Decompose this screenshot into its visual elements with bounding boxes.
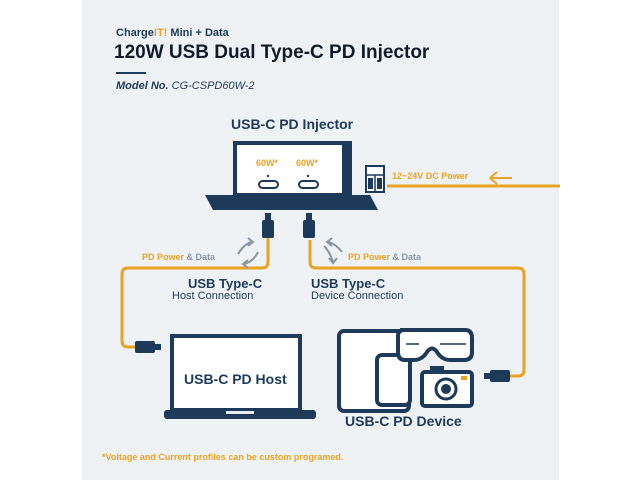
device-plug-top bbox=[303, 213, 315, 238]
model-value: CG-CSPD60W-2 bbox=[171, 80, 255, 92]
brand-highlight: IT! bbox=[153, 27, 168, 39]
brand-line: ChargeIT! Mini + Data bbox=[116, 27, 229, 39]
right-flow-label: PD Power & Data bbox=[348, 252, 421, 262]
right-flow-label-b: & Data bbox=[390, 252, 422, 262]
dc-power-label: 12~24V DC Power bbox=[392, 171, 469, 181]
left-flow-label: PD Power & Data bbox=[142, 252, 215, 262]
injector-device bbox=[205, 141, 378, 210]
device-connection-subtitle: Device Connection bbox=[311, 290, 404, 302]
phone-icon bbox=[375, 353, 412, 407]
host-connection-title: USB Type-C bbox=[188, 276, 263, 291]
device-side-plug bbox=[484, 370, 510, 382]
laptop-icon bbox=[164, 334, 316, 419]
port1-label: 60W* bbox=[256, 158, 279, 168]
model-label: Model No. bbox=[116, 80, 169, 92]
host-label: USB-C PD Host bbox=[184, 371, 287, 387]
dc-arrow-icon bbox=[489, 171, 512, 185]
device-connection-title: USB Type-C bbox=[311, 276, 386, 291]
injector-label: USB-C PD Injector bbox=[231, 116, 354, 132]
brand-suffix: Mini + Data bbox=[167, 27, 229, 39]
host-cable bbox=[120, 236, 270, 349]
brand-prefix: Charge bbox=[116, 27, 154, 39]
left-flow-label-a: PD Power bbox=[142, 252, 185, 262]
left-flow-arrows-icon bbox=[237, 237, 259, 269]
left-flow-label-b: & Data bbox=[184, 252, 216, 262]
camera-icon bbox=[420, 366, 474, 408]
title-divider bbox=[116, 72, 146, 74]
device-cable bbox=[308, 240, 526, 378]
dc-terminal-icon bbox=[365, 165, 385, 193]
vr-headset-icon bbox=[396, 328, 474, 362]
background-panel bbox=[82, 0, 559, 480]
page-title: 120W USB Dual Type-C PD Injector bbox=[114, 42, 430, 63]
host-side-plug bbox=[135, 341, 161, 353]
host-connection-subtitle: Host Connection bbox=[172, 290, 254, 302]
footnote: *Voltage and Current profiles can be cus… bbox=[102, 452, 344, 462]
device-label: USB-C PD Device bbox=[345, 413, 462, 429]
model-number: Model No. CG-CSPD60W-2 bbox=[116, 80, 255, 92]
right-flow-arrows-icon bbox=[323, 237, 343, 265]
port2-label: 60W* bbox=[296, 158, 319, 168]
right-flow-label-a: PD Power bbox=[348, 252, 391, 262]
host-plug-top bbox=[262, 213, 274, 238]
